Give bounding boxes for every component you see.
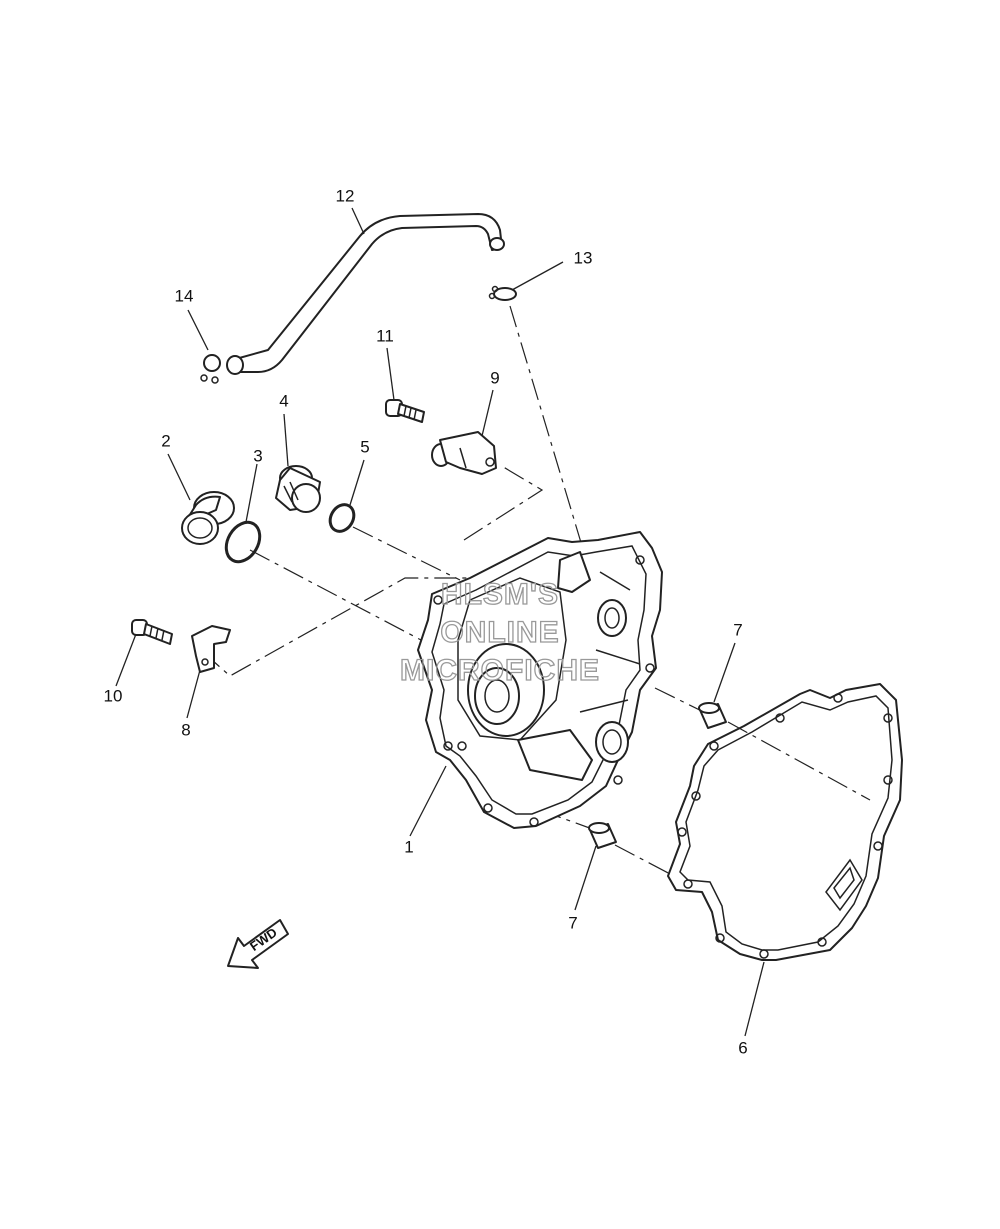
breather-hose-part: [226, 213, 505, 375]
callout-9: 9: [490, 368, 499, 387]
hose-clip-13: [488, 285, 517, 301]
callout-2: 2: [161, 431, 170, 450]
dowel-pin-7b: [588, 822, 617, 849]
bracket-9: [431, 431, 497, 475]
callout-6: 6: [738, 1038, 747, 1057]
callout-7b: 7: [568, 913, 577, 932]
gasket-6: [667, 683, 903, 961]
watermark-line-3: MICROFICHE: [400, 654, 600, 687]
callout-3: 3: [253, 446, 262, 465]
callout-numbers: 1 2 3 4 5 6 7 7 8 9 10 11 12 13 14: [104, 186, 748, 1057]
watermark-line-1: HLSM'S: [441, 578, 559, 611]
plug-2: [181, 491, 235, 545]
bolt-10: [131, 619, 173, 645]
dowel-pin-7a: [698, 702, 727, 729]
callout-5: 5: [360, 437, 369, 456]
hose-clip-14: [200, 354, 221, 384]
o-ring-5: [328, 503, 356, 533]
watermark: HLSM'S ONLINE MICROFICHE: [399, 577, 600, 687]
callout-1: 1: [404, 837, 413, 856]
o-ring-3: [224, 520, 262, 564]
callout-8: 8: [181, 720, 190, 739]
callout-12: 12: [336, 186, 355, 205]
callout-10: 10: [104, 686, 123, 705]
callout-4: 4: [279, 391, 288, 410]
bolt-11: [385, 399, 425, 423]
leader-lines: [115, 207, 765, 1037]
callout-13: 13: [574, 248, 593, 267]
callout-11: 11: [376, 326, 394, 345]
fwd-direction-arrow: FWD: [227, 919, 289, 969]
watermark-line-2: ONLINE: [440, 616, 559, 649]
callout-14: 14: [175, 286, 194, 305]
callout-7a: 7: [733, 620, 742, 639]
plug-4: [275, 465, 321, 513]
crankcase-cover-1: [417, 531, 663, 829]
bracket-8: [191, 625, 231, 673]
